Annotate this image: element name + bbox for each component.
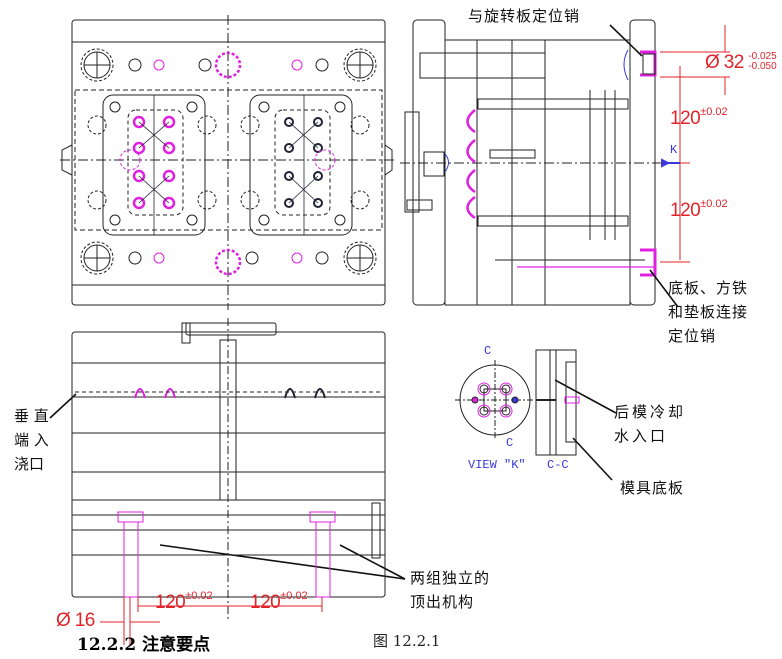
section-cc-label: C-C <box>547 458 569 472</box>
guide-pillar-holes <box>80 48 377 275</box>
section-heading: 12.2.2 注意要点 <box>77 635 211 655</box>
dim-value: 32 <box>723 52 745 73</box>
label-cooling-inlet: 后模冷却 水入口 <box>614 403 687 445</box>
label-rotate-plate-pin: 与旋转板定位销 <box>468 7 581 25</box>
view-k-label: VIEW "K" <box>468 458 526 472</box>
dim-value: 120 <box>250 592 281 613</box>
section-dimensions <box>100 597 323 645</box>
screw-holes <box>87 58 370 265</box>
side-view <box>400 19 680 306</box>
plan-view <box>60 15 395 310</box>
c-marker-top: C <box>484 344 492 358</box>
dim-value: 120 <box>670 108 701 129</box>
dim-pitch-lower: 120±0.02 <box>670 198 728 222</box>
dim-ejector-right: 120±0.02 <box>250 590 308 614</box>
locating-rings <box>214 51 242 276</box>
dim-ejector-left: 120±0.02 <box>155 590 213 614</box>
dim-tolerance: ±0.02 <box>185 590 213 602</box>
dim-tolerance: ±0.02 <box>280 590 308 602</box>
c-marker-bottom: C <box>506 436 514 450</box>
dim-tolerance: ±0.02 <box>700 198 728 210</box>
dim-pin-diameter: Ø 32 -0.025 -0.050 <box>705 52 777 74</box>
cavity-right <box>284 117 323 208</box>
label-ejection-mechanism: 两组独立的 顶出机构 <box>410 569 491 611</box>
view-k <box>455 360 535 440</box>
dim-pitch-upper: 120±0.02 <box>670 106 728 130</box>
dim-value: 120 <box>670 200 701 221</box>
upper-tolerance: -0.025 <box>748 51 777 62</box>
label-base-plate-pin: 底板、方铁 和垫板连接 定位销 <box>668 279 749 345</box>
k-marker: K <box>670 143 678 157</box>
leader-lines <box>49 24 679 580</box>
dim-tolerance: ±0.02 <box>700 106 728 118</box>
diameter-symbol: Ø <box>705 52 720 73</box>
k-view-arrow <box>661 158 680 168</box>
dim-ejector-diameter: Ø 16 <box>56 610 95 632</box>
figure-caption: 图 12.2.1 <box>373 632 441 650</box>
diameter-symbol: Ø <box>56 610 71 631</box>
dim-value: 120 <box>155 592 186 613</box>
section-view <box>71 318 386 620</box>
label-mold-base-plate: 模具底板 <box>620 479 685 497</box>
cavity-left <box>132 115 176 210</box>
dim-value: 16 <box>74 610 96 631</box>
lower-tolerance: -0.050 <box>748 61 777 72</box>
section-cc <box>535 349 580 456</box>
label-vertical-gate: 垂 直 端 入 浇口 <box>14 407 49 473</box>
